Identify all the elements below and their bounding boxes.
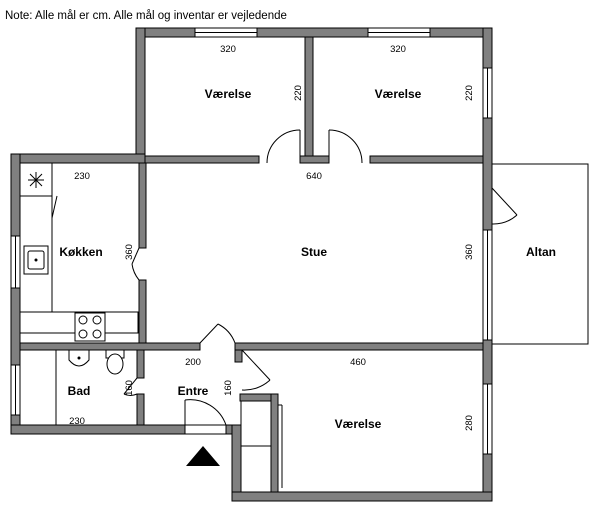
dim-vaerelse1-width: 320 xyxy=(220,44,236,55)
room-labels: Værelse Værelse Køkken Stue Altan Bad En… xyxy=(59,87,556,431)
bath-fixtures xyxy=(55,349,125,425)
dimension-labels: 320 220 320 220 640 360 230 360 230 160 … xyxy=(69,44,475,431)
room-label-koekken: Køkken xyxy=(59,245,102,259)
entrance-arrow-icon xyxy=(186,446,220,466)
dim-entre-depth: 160 xyxy=(223,380,234,396)
dim-stue-width: 640 xyxy=(306,171,322,182)
dim-bad-width: 230 xyxy=(69,416,85,427)
dim-vaerelse2-width: 320 xyxy=(390,44,406,55)
dim-vaerelse3-width: 460 xyxy=(350,357,366,368)
room-label-vaerelse-2: Værelse xyxy=(375,87,422,101)
interior-walls xyxy=(19,36,484,493)
closet xyxy=(240,400,283,493)
dim-vaerelse2-depth: 220 xyxy=(464,85,475,101)
room-label-vaerelse-1: Værelse xyxy=(205,87,252,101)
doors xyxy=(123,129,518,435)
room-label-bad: Bad xyxy=(68,384,91,398)
room-label-entre: Entre xyxy=(178,384,209,398)
dim-stue-depth: 360 xyxy=(464,244,475,260)
windows xyxy=(10,27,493,455)
plan-note: Note: Alle mål er cm. Alle mål og invent… xyxy=(5,10,287,22)
extractor-fan-icon xyxy=(28,172,44,188)
kitchen-sink-icon xyxy=(23,245,49,275)
dim-vaerelse1-depth: 220 xyxy=(293,85,304,101)
dim-vaerelse3-depth: 280 xyxy=(464,415,475,431)
room-label-stue: Stue xyxy=(301,245,327,259)
room-label-vaerelse-3: Værelse xyxy=(335,417,382,431)
dim-koekken-width: 230 xyxy=(74,171,90,182)
kitchen-fixtures xyxy=(19,162,139,342)
room-label-altan: Altan xyxy=(526,245,556,259)
dim-koekken-depth: 360 xyxy=(124,244,135,260)
toilet-icon xyxy=(105,349,125,375)
stove-icon xyxy=(74,312,106,342)
bath-sink-icon xyxy=(68,349,90,367)
dim-bad-depth: 160 xyxy=(124,380,135,396)
dim-entre-width: 200 xyxy=(185,357,201,368)
